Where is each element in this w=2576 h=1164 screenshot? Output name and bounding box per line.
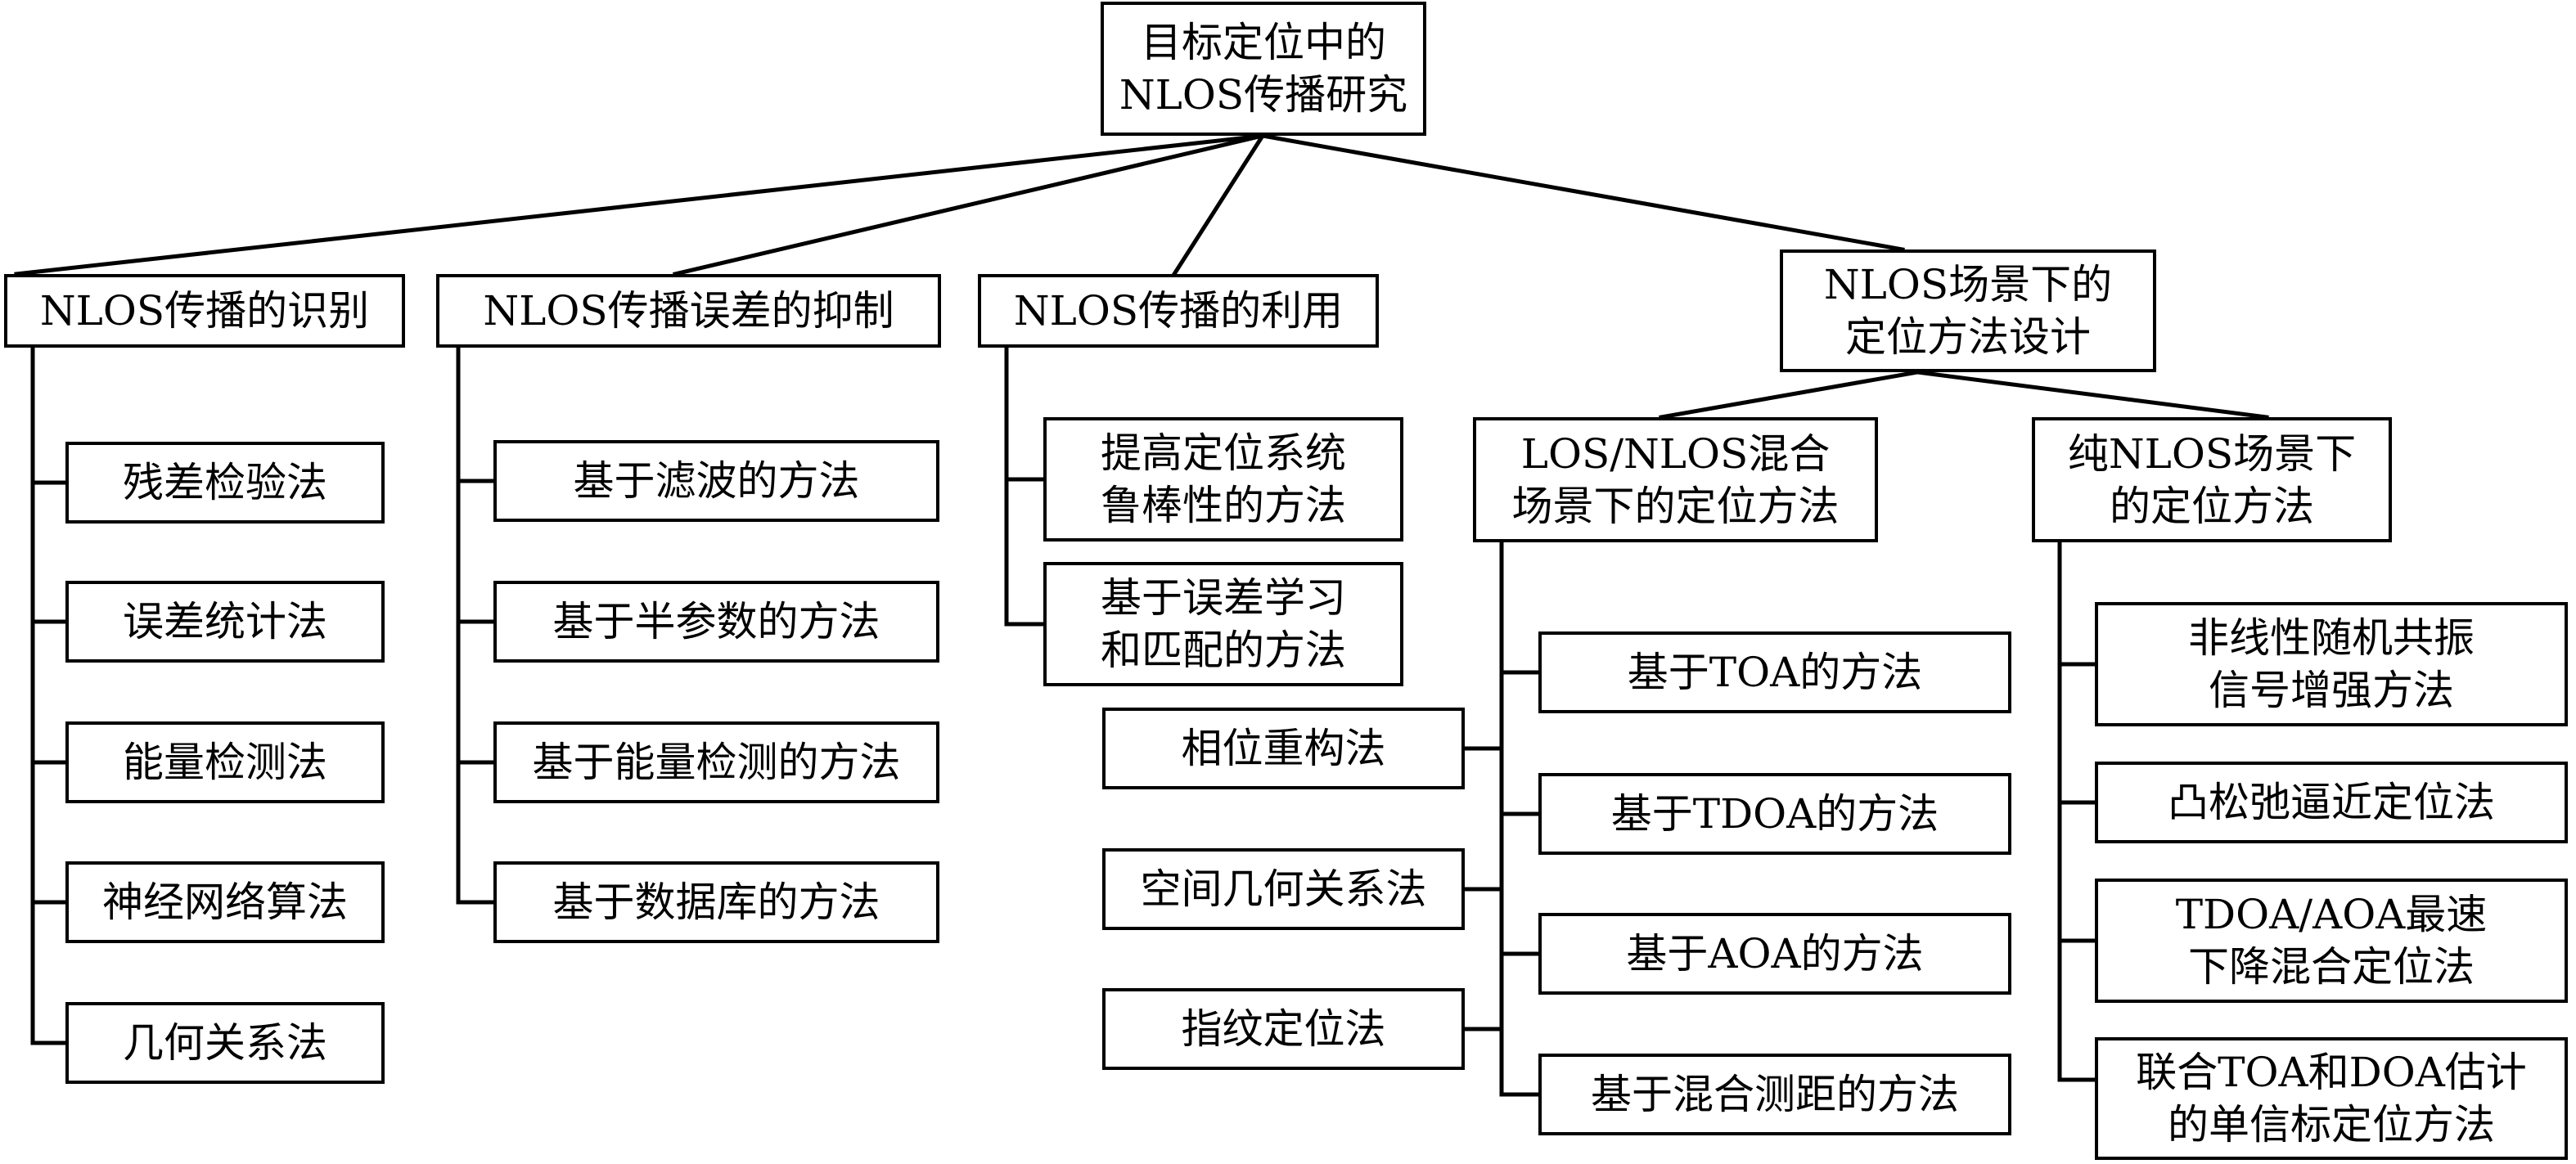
identify-item: 能量检测法 xyxy=(65,721,385,803)
edge-root-design xyxy=(1260,133,1905,252)
edge-design-pure xyxy=(1915,370,2269,420)
edge-design-mixed xyxy=(1659,370,1920,420)
category-identify: NLOS传播的识别 xyxy=(4,274,405,348)
identify-item: 残差检验法 xyxy=(65,442,385,524)
identify-item: 误差统计法 xyxy=(65,581,385,663)
root-node: 目标定位中的 NLOS传播研究 xyxy=(1101,2,1426,136)
utilize-item: 基于误差学习 和匹配的方法 xyxy=(1043,562,1403,686)
suppress-item: 基于能量检测的方法 xyxy=(493,721,939,803)
mixed-left-item: 相位重构法 xyxy=(1102,708,1465,789)
mixed-right-item: 基于混合测距的方法 xyxy=(1538,1054,2011,1135)
edge-root-identify xyxy=(14,133,1265,276)
pure-item: 非线性随机共振 信号增强方法 xyxy=(2095,602,2568,726)
mixed-right-item: 基于AOA的方法 xyxy=(1538,913,2011,995)
pure-item: 联合TOA和DOA估计 的单信标定位方法 xyxy=(2095,1037,2568,1160)
identify-item: 几何关系法 xyxy=(65,1002,385,1084)
suppress-item: 基于数据库的方法 xyxy=(493,861,939,943)
mixed-left-item: 空间几何关系法 xyxy=(1102,848,1465,930)
pure-item: 凸松弛逼近定位法 xyxy=(2095,762,2568,843)
edge-root-suppress xyxy=(672,133,1266,277)
edge-root-utilize xyxy=(1171,133,1266,277)
suppress-item: 基于滤波的方法 xyxy=(493,440,939,522)
mixed-right-item: 基于TDOA的方法 xyxy=(1538,773,2011,855)
suppress-item: 基于半参数的方法 xyxy=(493,581,939,663)
category-utilize: NLOS传播的利用 xyxy=(978,274,1379,348)
subcategory-mixed: LOS/NLOS混合 场景下的定位方法 xyxy=(1473,417,1878,542)
identify-item: 神经网络算法 xyxy=(65,861,385,943)
category-design: NLOS场景下的 定位方法设计 xyxy=(1780,249,2156,372)
mixed-left-item: 指纹定位法 xyxy=(1102,988,1465,1070)
subcategory-pure: 纯NLOS场景下 的定位方法 xyxy=(2032,417,2392,542)
mixed-right-item: 基于TOA的方法 xyxy=(1538,631,2011,713)
utilize-item: 提高定位系统 鲁棒性的方法 xyxy=(1043,417,1403,542)
pure-item: TDOA/AOA最速 下降混合定位法 xyxy=(2095,879,2568,1003)
category-suppress: NLOS传播误差的抑制 xyxy=(436,274,941,348)
